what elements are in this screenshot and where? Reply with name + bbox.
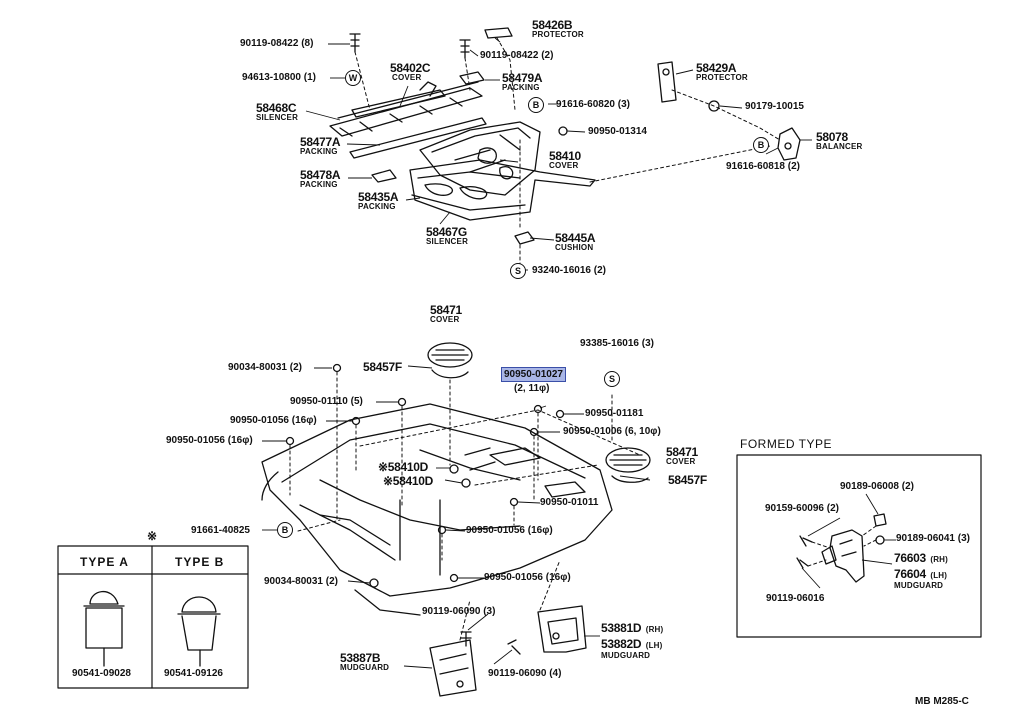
type-b-header: TYPE B xyxy=(175,555,225,569)
label-58468c: 58468C SILENCER xyxy=(256,101,299,122)
symbol-s-circle-lower: S xyxy=(604,371,620,387)
type-table-marker: ※ xyxy=(147,529,157,543)
packing-58479a xyxy=(459,71,485,85)
label-58410d-b: ※58410D xyxy=(383,474,434,488)
label-91661-40825: 91661-40825 xyxy=(191,525,250,536)
label-76603-76604: 76603 (RH) 76604 (LH) MUDGUARD xyxy=(894,551,949,590)
label-90950-01056-a: 90950-01056 (16φ) xyxy=(230,415,317,426)
formed-type-title: FORMED TYPE xyxy=(740,437,832,451)
packing-58435a-silencer-58467g xyxy=(409,159,596,221)
mudguard-53881d xyxy=(537,605,587,653)
type-a-plug xyxy=(83,590,125,667)
bolt-90119-06090-b xyxy=(507,639,521,655)
label-58429a: 58429A PROTECTOR xyxy=(696,61,748,82)
label-58479a: 58479A PACKING xyxy=(502,71,543,92)
cover-58471-left xyxy=(427,342,473,379)
label-58078: 58078 BALANCER xyxy=(816,130,863,151)
protector-58426b xyxy=(484,27,513,39)
label-58471-left: 58471 COVER xyxy=(430,303,462,324)
label-53881d-53882d: 53881D (RH) 53882D (LH) MUDGUARD xyxy=(601,621,664,660)
bolt-upper-left xyxy=(349,33,361,53)
label-90189-06041: 90189-06041 (3) xyxy=(896,533,970,544)
screw-90119-06016 xyxy=(796,557,809,569)
label-58402c: 58402C COVER xyxy=(390,61,431,82)
label-90950-01181: 90950-01181 xyxy=(585,408,644,419)
label-90950-01056-b: 90950-01056 (16φ) xyxy=(166,435,253,446)
label-90950-01314: 90950-01314 xyxy=(588,126,647,137)
type-b-part: 90541-09126 xyxy=(164,668,223,679)
label-90950-01011: 90950-01011 xyxy=(540,497,599,508)
label-58435a: 58435A PACKING xyxy=(358,190,399,211)
label-58478a: 58478A PACKING xyxy=(300,168,341,189)
label-93240-16016: 93240-16016 (2) xyxy=(532,265,606,276)
label-94613-10800: 94613-10800 (1) xyxy=(242,72,316,83)
clip-90189-06008 xyxy=(873,513,887,527)
label-58457f-right: 58457F xyxy=(668,473,707,487)
formed-mudguard-76603 xyxy=(821,529,865,583)
nut-90179-10015 xyxy=(708,100,720,112)
type-table-frame xyxy=(57,545,249,689)
label-58410: 58410 COVER xyxy=(549,149,581,170)
label-90034-80031-bottom: 90034-80031 (2) xyxy=(264,576,338,587)
label-58445a: 58445A CUSHION xyxy=(555,231,596,252)
label-90189-06008: 90189-06008 (2) xyxy=(840,481,914,492)
packing-58478a xyxy=(371,169,397,183)
cushion-58445a xyxy=(514,231,535,245)
cover-58402c xyxy=(351,81,446,118)
label-90119-06090-3: 90119-06090 (3) xyxy=(422,606,496,617)
label-90179-10015: 90179-10015 xyxy=(745,101,804,112)
label-58477a: 58477A PACKING xyxy=(300,135,341,156)
label-90950-01006: 90950-01006 (6, 10φ) xyxy=(563,426,661,437)
label-90950-01027-highlighted[interactable]: 90950-01027 (2, 11φ) xyxy=(501,367,566,394)
bolt-90119-06090-a xyxy=(460,631,472,647)
label-93385-16016: 93385-16016 (3) xyxy=(580,338,654,349)
packing-58477a xyxy=(349,117,487,159)
symbol-b-circle-balancer: B xyxy=(753,137,769,153)
label-91616-60820: 91616-60820 (3) xyxy=(556,99,630,110)
bolt-upper-mid xyxy=(459,39,471,59)
symbol-w-circle: W xyxy=(345,70,361,86)
label-58471-right: 58471 COVER xyxy=(666,445,698,466)
label-58467g: 58467G SILENCER xyxy=(426,225,469,246)
symbol-b-circle-upper: B xyxy=(528,97,544,113)
type-b-plug xyxy=(177,596,221,667)
protector-58429a xyxy=(657,61,677,103)
label-58410d-a: ※58410D xyxy=(378,460,429,474)
clip-90950-01314 xyxy=(558,126,568,136)
label-53887b: 53887B MUDGUARD xyxy=(340,651,390,672)
label-90119-08422-8: 90119-08422 (8) xyxy=(240,38,314,49)
balancer-58078 xyxy=(777,127,801,161)
type-a-part: 90541-09028 xyxy=(72,668,131,679)
label-90119-06016: 90119-06016 xyxy=(766,593,825,604)
symbol-b-circle-lower: B xyxy=(277,522,293,538)
mudguard-53887b xyxy=(429,639,477,697)
label-90119-08422-2: 90119-08422 (2) xyxy=(480,50,554,61)
label-90950-01110: 90950-01110 (5) xyxy=(290,396,363,407)
label-90119-06090-4: 90119-06090 (4) xyxy=(488,668,562,679)
diagram-code: MB M285-C xyxy=(915,696,969,707)
label-90950-01056-d: 90950-01056 (16φ) xyxy=(484,572,571,583)
symbol-s-circle-upper: S xyxy=(510,263,526,279)
label-90159-60096: 90159-60096 (2) xyxy=(765,503,839,514)
label-90950-01056-c: 90950-01056 (16φ) xyxy=(466,525,553,536)
label-58426b: 58426B PROTECTOR xyxy=(532,18,584,39)
label-58457f-left: 58457F xyxy=(363,360,402,374)
formed-type-frame xyxy=(736,454,982,638)
cover-58410 xyxy=(419,121,541,196)
label-90034-80031-top: 90034-80031 (2) xyxy=(228,362,302,373)
label-91616-60818: 91616-60818 (2) xyxy=(726,161,800,172)
type-a-header: TYPE A xyxy=(80,555,129,569)
screw-90159-60096 xyxy=(799,535,813,547)
screw-90189-06041 xyxy=(875,535,885,545)
